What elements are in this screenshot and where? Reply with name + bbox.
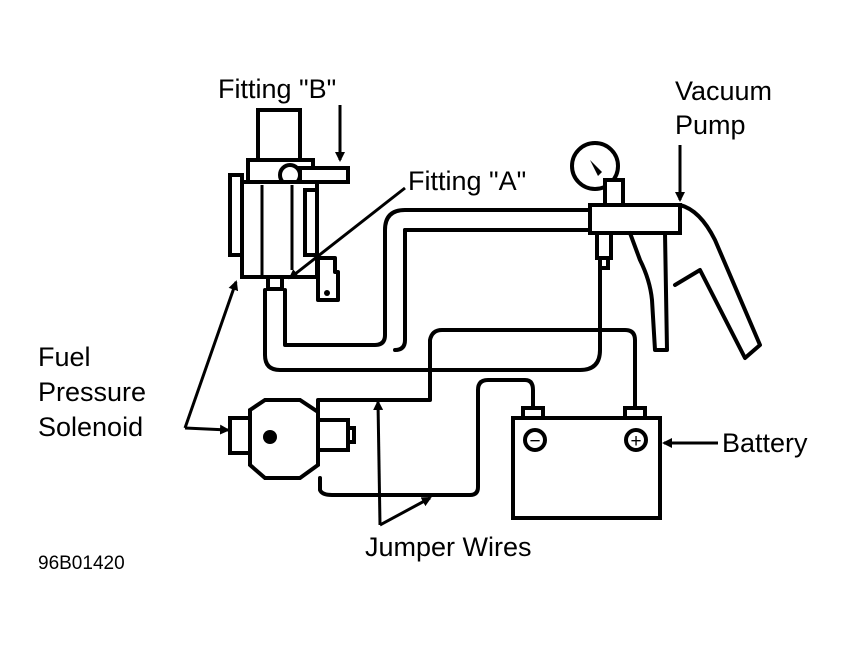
- figure-code: 96B01420: [38, 553, 125, 574]
- label-jumper-wires: Jumper Wires: [365, 532, 532, 562]
- vacuum-pump: [570, 141, 762, 360]
- label-solenoid: Solenoid: [38, 412, 143, 442]
- leader-arrows: [183, 105, 718, 527]
- label-battery: Battery: [722, 428, 808, 458]
- battery-negative-terminal: −: [529, 431, 540, 452]
- label-fuel: Fuel: [38, 342, 91, 372]
- jumper-wires: [316, 328, 637, 497]
- label-vacuum-pump-line2: Pump: [675, 110, 746, 140]
- battery: − +: [511, 406, 662, 520]
- label-fitting-a: Fitting "A": [408, 166, 526, 196]
- fuel-pressure-solenoid-mounted: [228, 108, 350, 302]
- battery-positive-terminal: +: [630, 431, 641, 452]
- fuel-pressure-solenoid: [228, 398, 356, 480]
- label-fitting-b: Fitting "B": [218, 74, 336, 104]
- label-pressure: Pressure: [38, 377, 146, 407]
- label-vacuum-pump-line1: Vacuum: [675, 76, 772, 106]
